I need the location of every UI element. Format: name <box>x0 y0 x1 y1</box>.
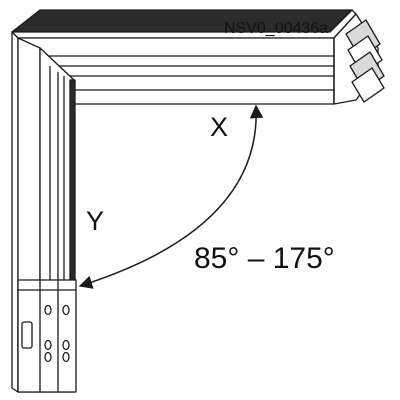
axis-y-label: Y <box>86 206 104 236</box>
conductor-fin-4 <box>351 67 385 103</box>
bolt-icon-4 <box>62 339 70 351</box>
angle-range-label: 85° – 175° <box>194 242 335 275</box>
bolt-icon-2 <box>62 304 70 316</box>
angle-arc-arrow <box>78 104 264 289</box>
bolt-icon-5 <box>44 351 52 363</box>
vertical-outer-face <box>11 31 19 393</box>
reference-code-label: NSV0_00436a <box>224 20 328 37</box>
axis-x-label: X <box>210 112 228 142</box>
vertical-dark-edge <box>69 79 76 281</box>
horizontal-busbar-section <box>11 9 385 105</box>
vertical-busbar-section <box>11 31 77 393</box>
bolt-icon-1 <box>44 304 52 316</box>
bolt-icon-6 <box>62 351 70 363</box>
mounting-slot <box>21 321 33 349</box>
bolt-icon-3 <box>44 339 52 351</box>
